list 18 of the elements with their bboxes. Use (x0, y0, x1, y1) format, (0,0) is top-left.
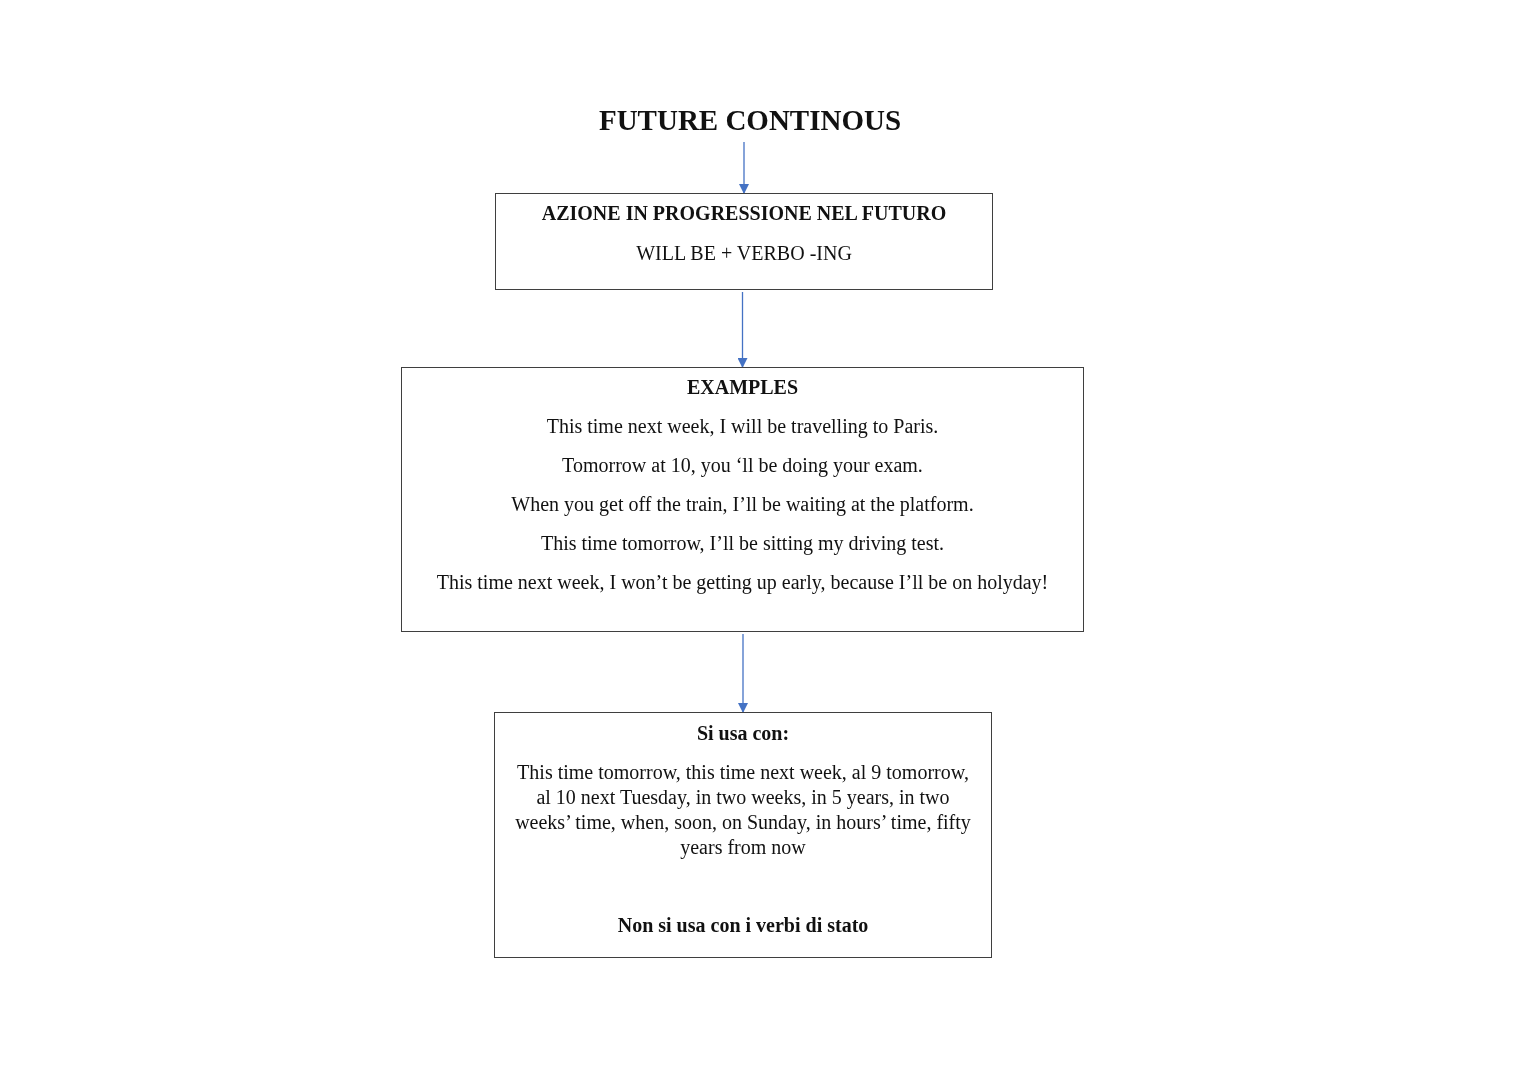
arrow (737, 291, 748, 368)
example-sentence: This time tomorrow, I’ll be sitting my driving test. (539, 532, 946, 554)
title-heading: FUTURE CONTINOUS (560, 100, 940, 140)
arrow (739, 141, 749, 194)
example-sentence: When you get off the train, I’ll be waiting at the platform. (510, 493, 975, 515)
box-heading: EXAMPLES (685, 376, 800, 398)
arrow (738, 633, 748, 713)
process-box (495, 193, 993, 290)
example-sentence: This time next week, I won’t be getting up early, because I’ll be on holyday! (435, 571, 1050, 593)
example-sentence: This time next week, I will be travelling to Paris. (545, 415, 940, 437)
box-heading: Si usa con: (695, 722, 791, 744)
process-box (401, 367, 1084, 632)
process-box (494, 712, 992, 958)
formula-text: WILL BE + VERBO -ING (635, 242, 853, 264)
box-heading: AZIONE IN PROGRESSIONE NEL FUTURO (540, 202, 948, 224)
note-text: Non si usa con i verbi di stato (616, 914, 870, 936)
example-sentence: Tomorrow at 10, you ‘ll be doing your exam. (561, 454, 924, 476)
usage-list: This time tomorrow, this time next week, al 9 tomorrow, al 10 next Tuesday, in two weeks, in 5 years, in two weeks’ time, when, soon, on Sunday, in hours’ time, fifty years from now (514, 760, 972, 860)
